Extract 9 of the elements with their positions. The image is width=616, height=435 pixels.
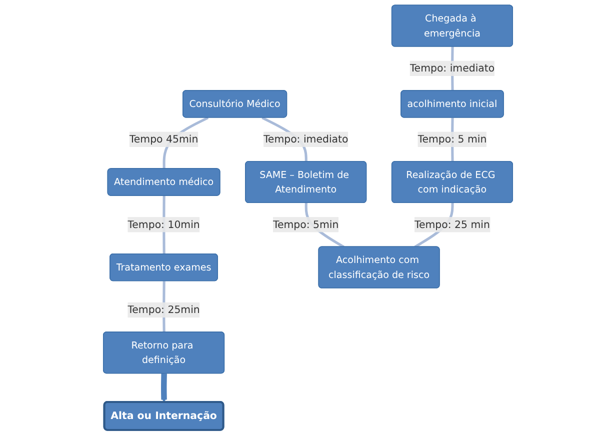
edge-label: Tempo: imediato [410, 62, 495, 74]
edge-label: Tempo: imediato [263, 133, 348, 146]
edge-label: Tempo: 25min [128, 304, 200, 316]
edge-label: Tempo: 25 min [414, 218, 490, 230]
arrow [161, 373, 167, 402]
edge-label: Tempo: 10min [128, 218, 200, 230]
edge-label: Tempo: 5min [272, 218, 339, 230]
edge-label: Tempo: 5 min [418, 133, 487, 146]
edge-label: Tempo 45min [129, 133, 198, 146]
